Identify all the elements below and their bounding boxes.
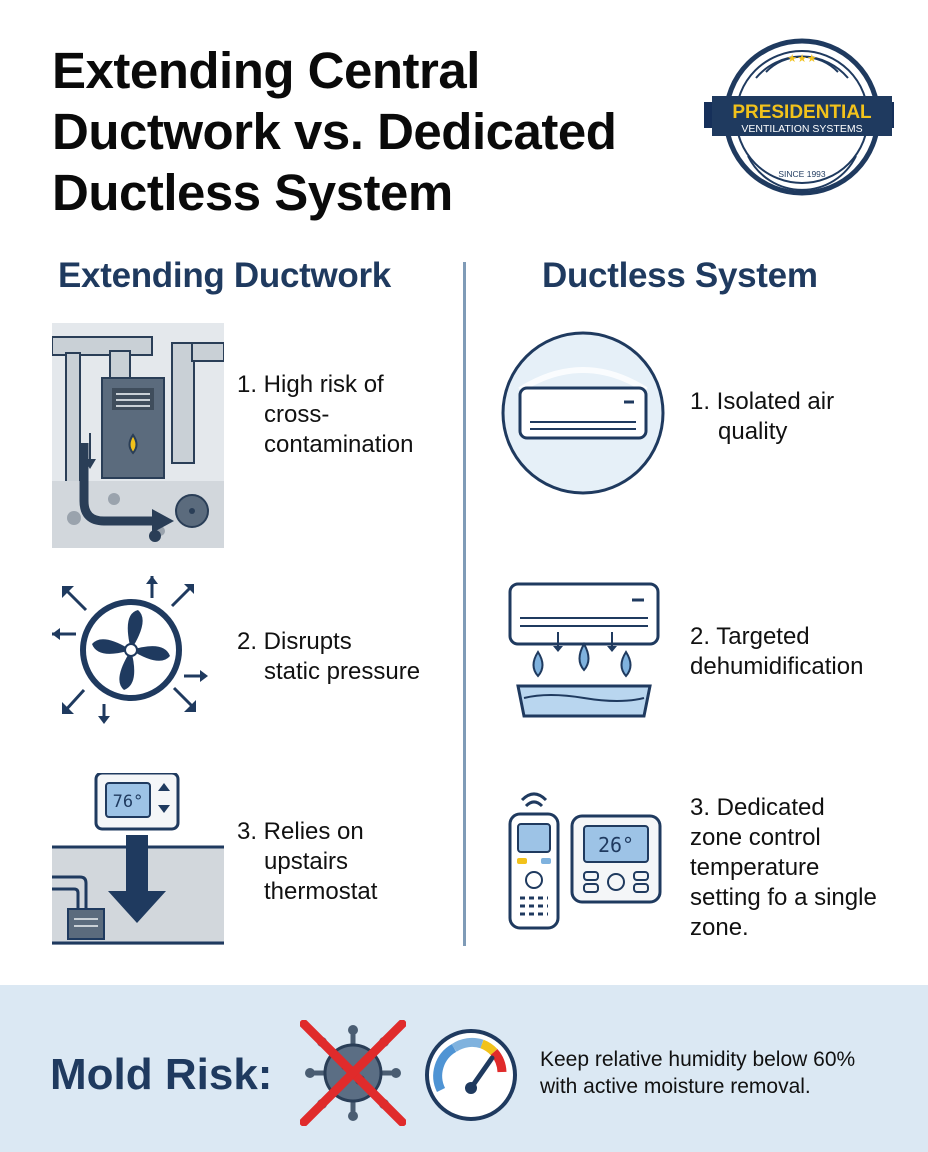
title-line-1: Extending Central: [52, 42, 480, 99]
dehumidify-icon: [508, 582, 660, 720]
right-item-2-line-1: 2. Targeted: [690, 623, 810, 650]
thermostat-down-icon: 76°: [52, 773, 224, 945]
humidity-advice-line-2: with active moisture removal.: [540, 1075, 811, 1098]
mold-risk-label: Mold Risk:: [50, 1050, 273, 1099]
mini-split-icon: [500, 330, 666, 496]
page-title: Extending Central Ductwork vs. Dedicated…: [52, 40, 692, 223]
right-item-1-line-1: 1. Isolated air: [690, 388, 835, 415]
left-item-1-line-1: 1. High risk of: [237, 371, 384, 398]
title-line-3: Ductless System: [52, 164, 453, 221]
right-item-1-text: 1. Isolated air quality: [690, 387, 834, 447]
thermostat-reading-left: 76°: [113, 792, 144, 812]
company-logo: ★★★ PRESIDENTIAL VENTILATION SYSTEMS SIN…: [704, 38, 894, 198]
left-item-2-text: 2. Disrupts static pressure: [237, 627, 420, 687]
left-column-heading: Extending Ductwork: [58, 256, 391, 295]
column-divider: [463, 262, 466, 946]
crossed-mold-icon: [300, 1020, 406, 1126]
right-item-3-line-1: 3. Dedicated: [690, 794, 825, 821]
left-item-3-line-3: thermostat: [264, 878, 378, 905]
left-item-3-text: 3. Relies on upstairs thermostat: [237, 817, 377, 907]
left-item-3-line-2: upstairs: [264, 848, 349, 875]
humidity-gauge-icon: [424, 1028, 518, 1122]
left-item-1-line-2: cross-: [264, 401, 330, 428]
right-item-3-line-4: setting fo a single: [690, 884, 877, 911]
left-item-2-line-1: 2. Disrupts: [237, 628, 352, 655]
right-item-1-line-2: quality: [718, 418, 788, 445]
right-item-2-text: 2. Targeted dehumidification: [690, 622, 863, 682]
furnace-contamination-icon: [52, 323, 224, 548]
thermostat-reading-right: 26°: [598, 833, 634, 857]
humidity-advice-line-1: Keep relative humidity below 60%: [540, 1048, 856, 1071]
logo-since: SINCE 1993: [778, 169, 826, 179]
logo-stars: ★★★: [787, 53, 817, 65]
left-item-3-line-1: 3. Relies on: [237, 818, 364, 845]
logo-banner-main: PRESIDENTIAL: [732, 102, 872, 123]
remote-thermostat-icon: 26°: [504, 786, 664, 932]
right-column-heading: Ductless System: [542, 256, 818, 295]
left-item-1-line-3: contamination: [264, 431, 414, 458]
right-item-2-line-2: dehumidification: [690, 653, 864, 680]
left-item-2-line-2: static pressure: [264, 658, 421, 685]
right-item-3-text: 3. Dedicated zone control temperature se…: [690, 793, 877, 943]
left-item-1-text: 1. High risk of cross- contamination: [237, 370, 413, 460]
fan-pressure-icon: [52, 576, 210, 724]
humidity-advice: Keep relative humidity below 60% with ac…: [540, 1046, 855, 1100]
right-item-3-line-5: zone.: [690, 914, 749, 941]
right-item-3-line-3: temperature: [690, 854, 820, 881]
right-item-3-line-2: zone control: [690, 824, 821, 851]
logo-banner-sub: VENTILATION SYSTEMS: [741, 123, 862, 135]
title-line-2: Ductwork vs. Dedicated: [52, 103, 617, 160]
